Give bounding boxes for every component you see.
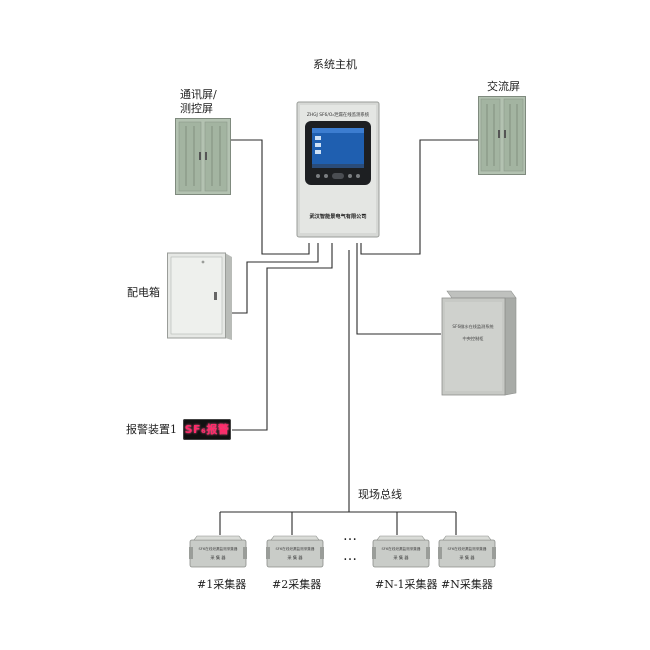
ac-screen-cabinet xyxy=(478,96,526,175)
wire-comm-screen xyxy=(230,139,310,255)
ac-screen-label: 交流屏 xyxy=(487,80,520,93)
comm-screen-label: 通讯屏/ 测控屏 xyxy=(180,88,217,116)
comm-screen-label-line2: 测控屏 xyxy=(180,102,213,115)
wire-distribution-box xyxy=(232,243,319,314)
alarm-device-label: 报警装置1 xyxy=(126,423,177,436)
distribution-box xyxy=(167,252,232,340)
wire-cabinet xyxy=(356,243,441,335)
collector-1-text-line2: 采 集 器 xyxy=(210,554,226,561)
host-header-text: ZHGJ SF6/O₂泄漏在线监测系统 xyxy=(307,111,370,118)
distribution-box-label: 配电箱 xyxy=(127,286,160,299)
system-host-device: ZHGJ SF6/O₂泄漏在线监测系统 武汉智能景电气有限公司 xyxy=(296,101,380,238)
collector-1-text-line1: SF6在线泄漏监测采集器 xyxy=(199,546,238,551)
comm-screen-cabinet xyxy=(175,118,231,195)
field-bus-label: 现场总线 xyxy=(358,488,402,501)
collector-2-text-line2: 采 集 器 xyxy=(287,554,303,561)
collector-label-n: #N采集器 xyxy=(441,578,493,591)
host-footer-text: 武汉智能景电气有限公司 xyxy=(309,212,366,220)
collector-label-n-1: #N-1采集器 xyxy=(375,578,438,591)
host-label: 系统主机 xyxy=(313,58,357,71)
wire-ac-screen xyxy=(360,139,478,255)
collector-n-text-line2: 采 集 器 xyxy=(459,554,475,561)
cabinet-text-line2: 中央控制柜 xyxy=(463,335,484,342)
collector-device-1: SF6在线泄漏监测采集器 采 集 器 xyxy=(189,535,247,568)
collector-device-2: SF6在线泄漏监测采集器 采 集 器 xyxy=(266,535,324,568)
collector-device-n-1: SF6在线泄漏监测采集器 采 集 器 xyxy=(372,535,430,568)
collector-2-text-line1: SF6在线泄漏监测采集器 xyxy=(276,546,315,551)
wire-alarm xyxy=(232,243,333,431)
ellipsis-top: … xyxy=(343,528,359,544)
cabinet-text-line1: SF6微水在线监测系统 xyxy=(452,323,493,330)
ellipsis-bottom: … xyxy=(343,548,359,564)
collector-n-1-text-line1: SF6在线泄漏监测采集器 xyxy=(382,546,421,551)
alarm-device-display: SF₆报警 xyxy=(183,419,231,440)
collector-label-1: #1采集器 xyxy=(197,578,247,591)
collector-label-2: #2采集器 xyxy=(272,578,322,591)
comm-screen-label-line1: 通讯屏/ xyxy=(180,88,217,101)
collector-device-n: SF6在线泄漏监测采集器 采 集 器 xyxy=(438,535,496,568)
central-control-cabinet: SF6微水在线监测系统 中央控制柜 xyxy=(441,290,517,396)
collector-n-1-text-line2: 采 集 器 xyxy=(393,554,409,561)
collector-n-text-line1: SF6在线泄漏监测采集器 xyxy=(448,546,487,551)
